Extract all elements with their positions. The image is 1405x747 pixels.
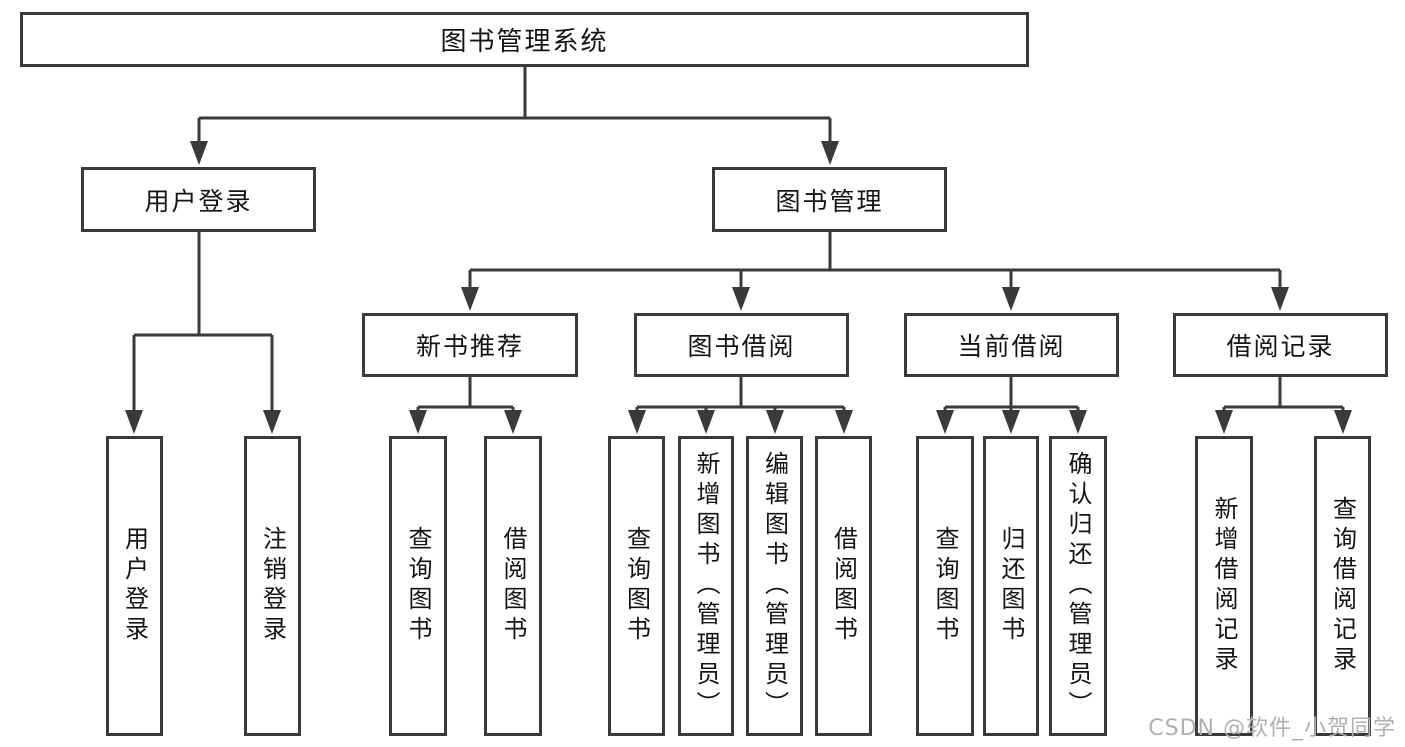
arrowhead (936, 410, 954, 434)
node-label: 图书管理系统 (440, 27, 609, 57)
csdn-watermark: CSDN @软件_小贺同学 (1148, 716, 1396, 741)
arrowhead (263, 410, 281, 434)
leaf-edit-books-admin: 编辑图书（管理员） (746, 436, 803, 736)
arrowhead (821, 141, 839, 165)
node-library-management-system: 图书管理系统 (20, 12, 1029, 67)
connector-current-borrow-split (943, 377, 1080, 411)
arrowhead (835, 410, 853, 434)
node-current-borrowing: 当前借阅 (904, 313, 1119, 377)
node-label: 借阅记录 (1226, 332, 1335, 361)
node-book-management: 图书管理 (712, 167, 947, 232)
connector-user-login-split (132, 232, 274, 411)
node-borrowing-records: 借阅记录 (1173, 313, 1388, 377)
leaf-label: 归还图书 (997, 526, 1025, 646)
node-label: 图书管理 (775, 186, 884, 216)
leaf-label: 查询图书 (931, 526, 959, 646)
arrowhead (766, 410, 784, 434)
connector-root-split (197, 67, 832, 142)
arrowhead (1215, 410, 1233, 434)
leaf-query-books-current: 查询图书 (916, 436, 974, 736)
connector-new-books-split (416, 377, 515, 411)
arrowhead (190, 141, 208, 165)
arrowhead (732, 287, 750, 311)
connector-borrow-records-split (1222, 377, 1345, 411)
leaf-query-books-recommend: 查询图书 (389, 436, 447, 736)
leaf-label: 确认归还（管理员） (1064, 451, 1092, 721)
arrowhead (125, 410, 143, 434)
leaf-query-borrow-record: 查询借阅记录 (1314, 436, 1371, 736)
leaf-add-books-admin: 新增图书（管理员） (678, 436, 734, 736)
leaf-query-books-borrow: 查询图书 (608, 436, 665, 736)
arrowhead (1002, 287, 1020, 311)
leaf-label: 注销登录 (258, 526, 287, 646)
arrowhead (1002, 410, 1020, 434)
leaf-borrow-books-recommend: 借阅图书 (484, 436, 542, 736)
node-user-login: 用户登录 (81, 167, 316, 232)
node-new-book-recommendation: 新书推荐 (362, 313, 578, 377)
arrowhead (409, 410, 427, 434)
leaf-label: 新增图书（管理员） (692, 451, 720, 721)
arrowhead (628, 410, 646, 434)
leaf-add-borrow-record: 新增借阅记录 (1195, 436, 1253, 736)
arrowhead (1271, 287, 1289, 311)
leaf-borrow-books: 借阅图书 (815, 436, 872, 736)
leaf-label: 借阅图书 (499, 526, 527, 646)
leaf-label: 查询图书 (622, 526, 651, 646)
leaf-label: 查询图书 (404, 526, 432, 646)
arrowhead (504, 410, 522, 434)
arrowhead (1334, 410, 1352, 434)
leaf-return-books: 归还图书 (983, 436, 1039, 736)
leaf-confirm-return-admin: 确认归还（管理员） (1049, 436, 1107, 736)
node-label: 新书推荐 (415, 332, 524, 361)
leaf-label: 借阅图书 (829, 526, 858, 646)
node-label: 图书借阅 (687, 332, 796, 361)
leaf-label: 编辑图书（管理员） (760, 451, 789, 721)
leaf-label: 用户登录 (120, 526, 149, 646)
arrowhead (461, 287, 479, 311)
leaf-logout: 注销登录 (244, 436, 301, 736)
leaf-label: 查询借阅记录 (1328, 496, 1357, 676)
node-label: 用户登录 (144, 186, 253, 216)
arrowhead (697, 410, 715, 434)
leaf-label: 新增借阅记录 (1210, 496, 1238, 676)
connector-book-mgmt-split (468, 232, 1282, 288)
node-book-borrowing: 图书借阅 (634, 313, 849, 377)
connector-book-borrow-split (635, 377, 846, 411)
leaf-user-login: 用户登录 (106, 436, 163, 736)
node-label: 当前借阅 (957, 332, 1066, 361)
arrowhead (1069, 410, 1087, 434)
